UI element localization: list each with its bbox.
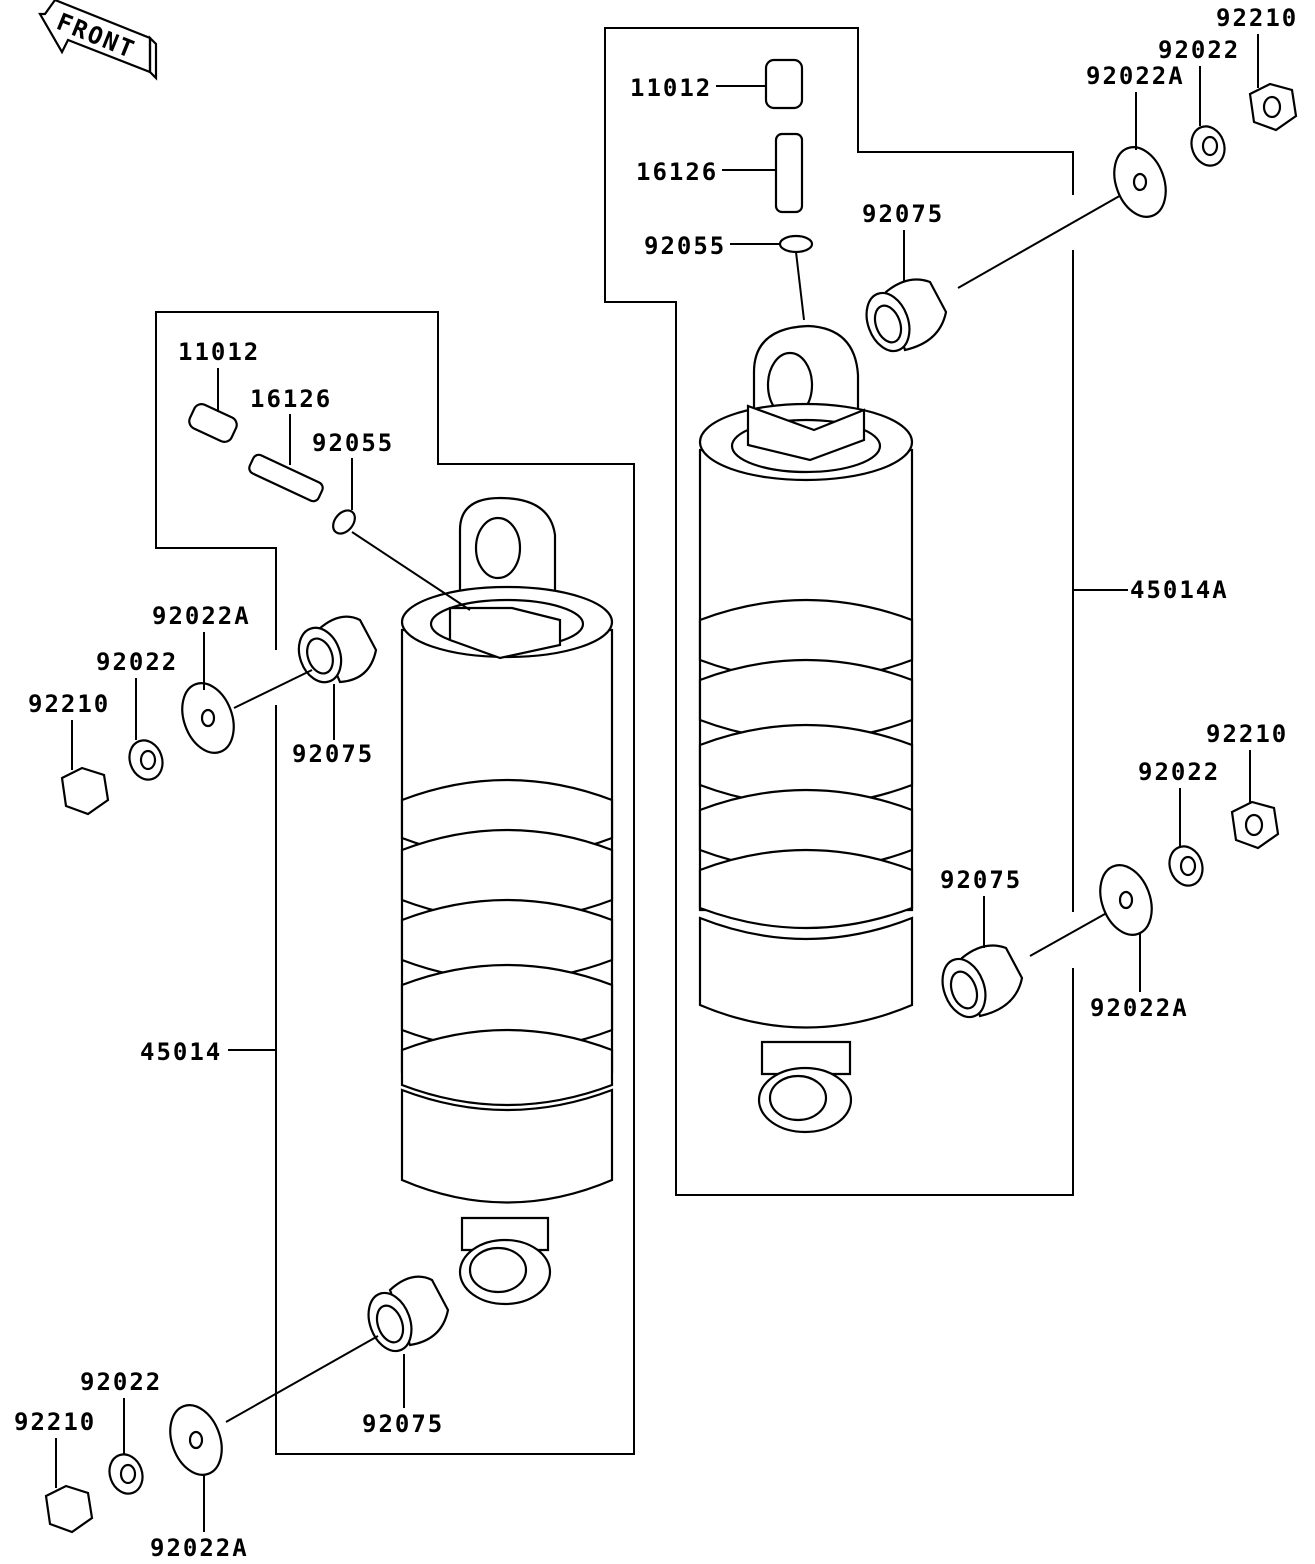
left-assembly-label: 45014	[140, 1038, 222, 1066]
right-assembly-label: 45014A	[1130, 576, 1229, 604]
left-valve-label: 16126	[250, 385, 332, 413]
right-o-ring-label: 92055	[644, 232, 726, 260]
right-valve-label: 16126	[636, 158, 718, 186]
right-top-washer-label: 92022A	[1086, 62, 1185, 90]
left-top-washer-label: 92022A	[152, 602, 251, 630]
right-bottom-bushing-label: 92075	[940, 866, 1022, 894]
left-assembly: 11012 16126 92055 92075 92022A	[14, 311, 635, 1562]
left-shock-absorber	[400, 496, 614, 1306]
left-bottom-bushing-label: 92075	[362, 1410, 444, 1438]
left-valve-cap-label: 11012	[178, 338, 260, 366]
right-top-nut-label: 92210	[1216, 4, 1298, 32]
right-bottom-bushing	[941, 944, 1024, 1019]
right-top-bushing	[865, 278, 948, 353]
left-valve	[248, 453, 324, 503]
front-arrow-badge: FRONT	[38, 0, 158, 81]
left-bottom-nut-label: 92210	[14, 1408, 96, 1436]
left-top-nut	[60, 766, 110, 816]
right-assembly-frame	[604, 27, 1074, 1196]
left-top-lockwasher-label: 92022	[96, 648, 178, 676]
right-top-bushing-label: 92075	[862, 200, 944, 228]
right-bottom-nut-label: 92210	[1206, 720, 1288, 748]
right-valve-cap	[764, 58, 804, 110]
right-shock-absorber	[698, 324, 914, 1134]
right-valve-cap-label: 11012	[630, 74, 712, 102]
left-bottom-lockwasher-label: 92022	[80, 1368, 162, 1396]
right-top-lockwasher-label: 92022	[1158, 36, 1240, 64]
left-o-ring-label: 92055	[312, 429, 394, 457]
left-bottom-washer-label: 92022A	[150, 1534, 249, 1562]
right-bottom-lockwasher-label: 92022	[1138, 758, 1220, 786]
right-assembly: 11012 16126 92055 92075 92022A 92022	[604, 4, 1298, 1196]
right-bottom-washer-label: 92022A	[1090, 994, 1189, 1022]
left-top-bushing-label: 92075	[292, 740, 374, 768]
left-top-bushing	[297, 615, 378, 684]
left-o-ring	[332, 509, 356, 535]
right-o-ring	[778, 234, 814, 254]
left-bottom-nut	[44, 1484, 94, 1534]
left-assembly-frame	[155, 311, 635, 1455]
left-top-nut-label: 92210	[28, 690, 110, 718]
left-valve-cap	[188, 403, 238, 443]
right-valve	[774, 132, 804, 214]
left-bottom-bushing	[367, 1275, 450, 1353]
